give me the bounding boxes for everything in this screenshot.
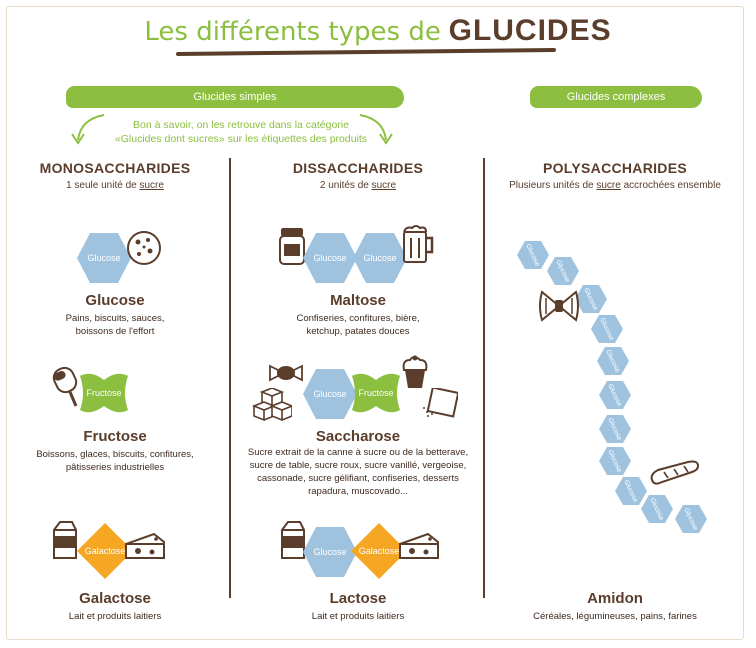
item-name-lactose: Lactose xyxy=(329,590,387,607)
item-desc-fructose: Boissons, glaces, biscuits, confitures,p… xyxy=(36,449,194,473)
column-divider-1 xyxy=(229,158,231,598)
sugar-packet-icon xyxy=(423,388,458,418)
column-title-poly: POLYSACCHARIDES xyxy=(542,160,687,176)
cheese-icon xyxy=(399,532,439,559)
jam-jar-icon xyxy=(279,228,305,265)
pasta-bow-icon xyxy=(539,290,579,322)
column-title-di: DISSACCHARIDES xyxy=(292,160,424,176)
banner-simple-label: Glucides simples xyxy=(193,91,277,103)
arrow-left-icon xyxy=(71,114,105,145)
amidon-glucose-unit: Glucose xyxy=(598,446,632,476)
column-divider-2 xyxy=(483,158,485,598)
lactose-glucose: Glucose xyxy=(302,526,358,578)
milk-carton-icon xyxy=(53,521,77,559)
amidon-glucose-unit: Glucose xyxy=(590,314,624,344)
beer-mug-icon xyxy=(403,225,434,263)
page-frame xyxy=(6,6,744,640)
item-desc-galactose: Lait et produits laitiers xyxy=(68,611,162,622)
item-name-amidon: Amidon xyxy=(587,590,643,607)
baguette-icon xyxy=(650,460,700,485)
amidon-glucose-unit: Glucose xyxy=(598,414,632,444)
lactose-galactose: Galactose xyxy=(350,522,408,580)
item-name-maltose: Maltose xyxy=(330,292,386,309)
banner-complex: Glucides complexes xyxy=(530,86,702,108)
arrow-right-icon xyxy=(359,114,393,145)
maltose-glucose-1: Glucose xyxy=(302,232,358,284)
column-subtitle-poly: Plusieurs unités de sucre accrochées ens… xyxy=(509,180,721,191)
ice-cream-icon xyxy=(52,366,78,407)
maltose-glucose-2: Glucose xyxy=(352,232,408,284)
item-name-fructose: Fructose xyxy=(83,428,147,445)
banner-complex-label: Glucides complexes xyxy=(566,91,666,103)
amidon-glucose-unit: Glucose xyxy=(598,380,632,410)
cupcake-icon xyxy=(402,355,428,388)
amidon-glucose-unit: Glucose xyxy=(640,494,674,524)
fructose-shape: Fructose xyxy=(78,370,130,416)
milk-carton-icon xyxy=(281,521,305,559)
saccharose-fructose: Fructose xyxy=(350,370,402,416)
item-desc-lactose: Lait et produits laitiers xyxy=(311,611,405,622)
column-subtitle-di: 2 unités de sucre xyxy=(319,180,397,191)
candy-icon xyxy=(269,364,303,382)
cookie-icon xyxy=(127,231,161,265)
item-name-saccharose: Saccharose xyxy=(315,428,401,445)
galactose-diamond: Galactose xyxy=(76,522,134,580)
cheese-icon xyxy=(125,532,165,559)
item-desc-saccharose: Sucre extrait de la canne à sucre ou de … xyxy=(247,447,469,497)
amidon-glucose-unit: Glucose xyxy=(516,240,550,270)
title-part1: Les différents types de xyxy=(144,17,441,47)
sugar-cubes-icon xyxy=(252,388,292,422)
amidon-glucose-unit: Glucose xyxy=(674,504,708,534)
saccharose-glucose: Glucose xyxy=(302,368,358,420)
banner-simple: Glucides simples xyxy=(66,86,404,108)
amidon-glucose-unit: Glucose xyxy=(614,476,648,506)
amidon-glucose-unit: Glucose xyxy=(574,284,608,314)
column-title-mono: MONOSACCHARIDES xyxy=(39,160,191,176)
glucose-hexagon: Glucose xyxy=(76,232,132,284)
item-desc-maltose: Confiseries, confitures, bière,ketchup, … xyxy=(296,313,420,337)
item-name-galactose: Galactose xyxy=(79,590,151,607)
item-desc-glucose: Pains, biscuits, sauces,boissons de l'ef… xyxy=(65,313,165,337)
tip-text: Bon à savoir, on les retrouve dans la ca… xyxy=(114,119,368,145)
item-name-glucose: Glucose xyxy=(85,292,145,309)
amidon-glucose-unit: Glucose xyxy=(546,256,580,286)
item-desc-amidon: Céréales, légumineuses, pains, farines xyxy=(533,611,697,622)
title-part2: GLUCIDES xyxy=(448,14,612,47)
amidon-glucose-unit: Glucose xyxy=(596,346,630,376)
page-title: Les différents types de GLUCIDES xyxy=(0,14,756,48)
column-subtitle-mono: 1 seule unité de sucre xyxy=(66,180,164,191)
